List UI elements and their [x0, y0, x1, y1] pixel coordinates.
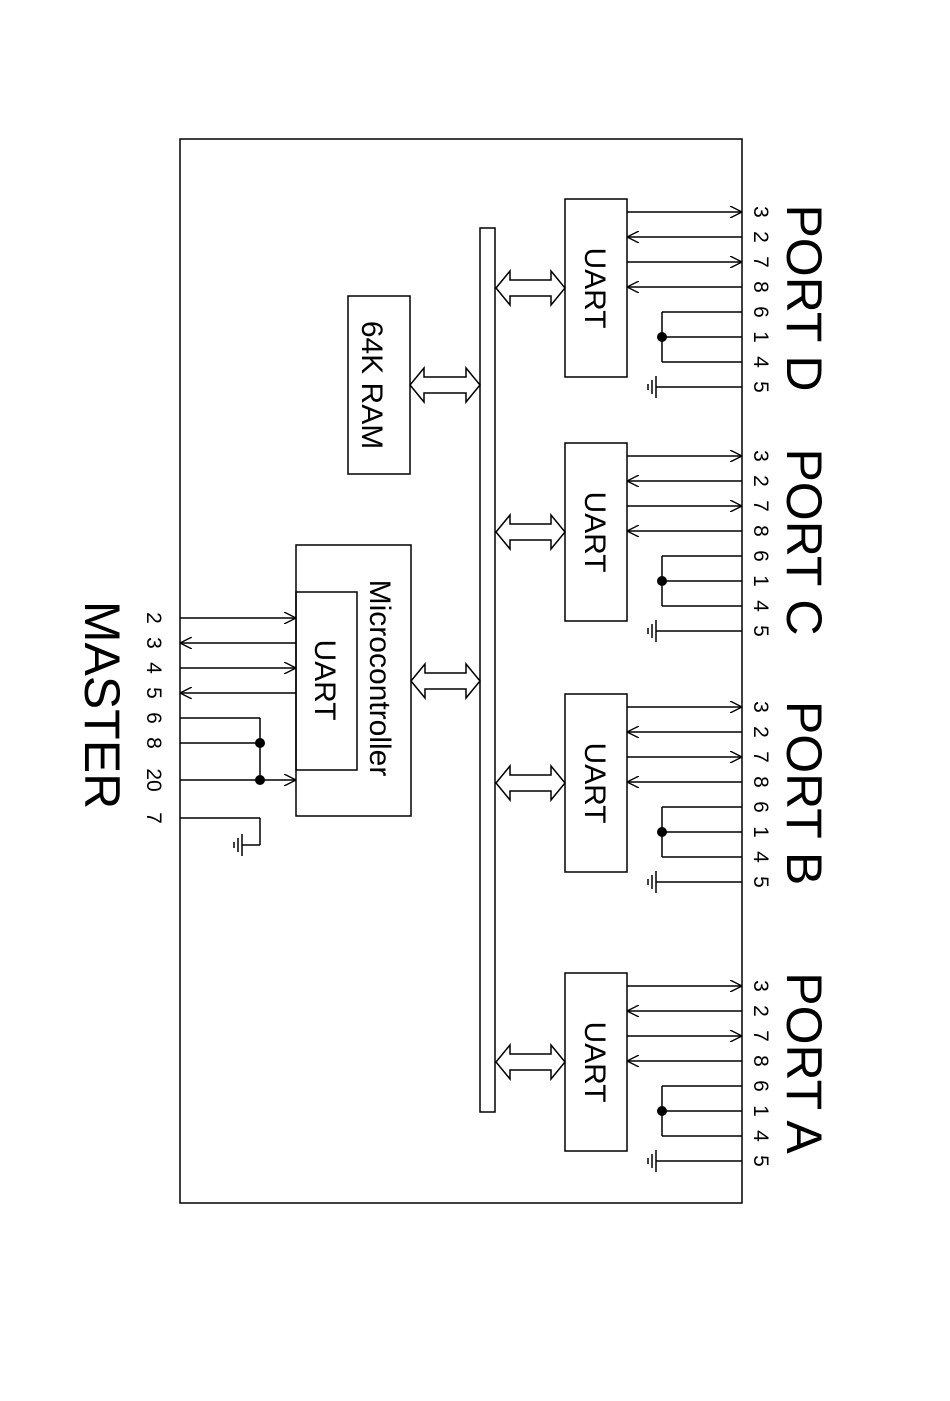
port-title-a: PORT A: [776, 972, 832, 1154]
port-pin-label-b: 7: [749, 751, 772, 763]
port-pin-label-c: 4: [749, 600, 772, 612]
bus-link-arrow: [496, 766, 565, 800]
port-pin-label-b: 2: [749, 726, 772, 738]
bus-link-arrow: [411, 664, 480, 698]
master-uart-label: UART: [308, 639, 341, 720]
port-pin-label-b: 4: [749, 851, 772, 863]
port-title-d: PORT D: [776, 204, 832, 391]
port-pin-label-c: 5: [749, 625, 772, 637]
port-pin-label-d: 3: [749, 206, 772, 218]
enclosure: [180, 139, 742, 1203]
junction-dot: [657, 576, 667, 586]
bus-link-arrow: [496, 1045, 565, 1079]
port-pin-label-d: 4: [749, 356, 772, 368]
port-pin-label-d: 2: [749, 231, 772, 243]
bus-link-arrow: [410, 368, 480, 402]
port-pin-label-c: 3: [749, 450, 772, 462]
master-pin-label: 3: [142, 637, 165, 649]
port-pin-label-c: 1: [749, 575, 772, 587]
port-pin-label-a: 1: [749, 1105, 772, 1117]
port-pin-label-a: 3: [749, 980, 772, 992]
master-pin-label: 2: [142, 612, 165, 624]
port-pin-label-d: 8: [749, 281, 772, 293]
port-uart-label-d: UART: [578, 247, 611, 328]
port-pin-label-d: 7: [749, 256, 772, 268]
port-pin-label-b: 5: [749, 876, 772, 888]
port-pin-label-d: 1: [749, 331, 772, 343]
port-pin-label-d: 5: [749, 381, 772, 393]
master-pin-label: 8: [142, 737, 165, 749]
master-pin-label: 7: [142, 812, 165, 824]
bus-link-arrow: [496, 271, 565, 305]
master-pin-label: 4: [142, 662, 165, 674]
master-pin-label: 6: [142, 712, 165, 724]
port-pin-label-a: 5: [749, 1155, 772, 1167]
junction-dot: [657, 1106, 667, 1116]
junction-dot: [657, 332, 667, 342]
port-uart-label-b: UART: [578, 742, 611, 823]
junction-dot: [255, 775, 265, 785]
port-pin-label-c: 8: [749, 525, 772, 537]
port-pin-label-d: 6: [749, 306, 772, 318]
port-pin-label-a: 7: [749, 1030, 772, 1042]
port-title-b: PORT B: [776, 701, 832, 885]
port-uart-label-a: UART: [578, 1021, 611, 1102]
microcontroller-label: Microcontroller: [363, 580, 396, 777]
port-pin-label-b: 3: [749, 701, 772, 713]
master-pin-label: 20: [142, 768, 165, 791]
bus-link-arrow: [496, 515, 565, 549]
port-pin-label-c: 6: [749, 550, 772, 562]
port-pin-label-b: 1: [749, 826, 772, 838]
junction-dot: [657, 827, 667, 837]
port-pin-label-b: 6: [749, 801, 772, 813]
system-bus: [480, 228, 495, 1112]
port-title-c: PORT C: [776, 448, 832, 635]
port-uart-label-c: UART: [578, 491, 611, 572]
port-pin-label-a: 6: [749, 1080, 772, 1092]
port-pin-label-c: 7: [749, 500, 772, 512]
junction-dot: [255, 738, 265, 748]
master-pin-label: 5: [142, 687, 165, 699]
port-pin-label-c: 2: [749, 475, 772, 487]
port-pin-label-b: 8: [749, 776, 772, 788]
port-pin-label-a: 8: [749, 1055, 772, 1067]
ram-label: 64K RAM: [355, 321, 388, 449]
port-pin-label-a: 4: [749, 1130, 772, 1142]
port-pin-label-a: 2: [749, 1005, 772, 1017]
master-title: MASTER: [74, 601, 130, 809]
